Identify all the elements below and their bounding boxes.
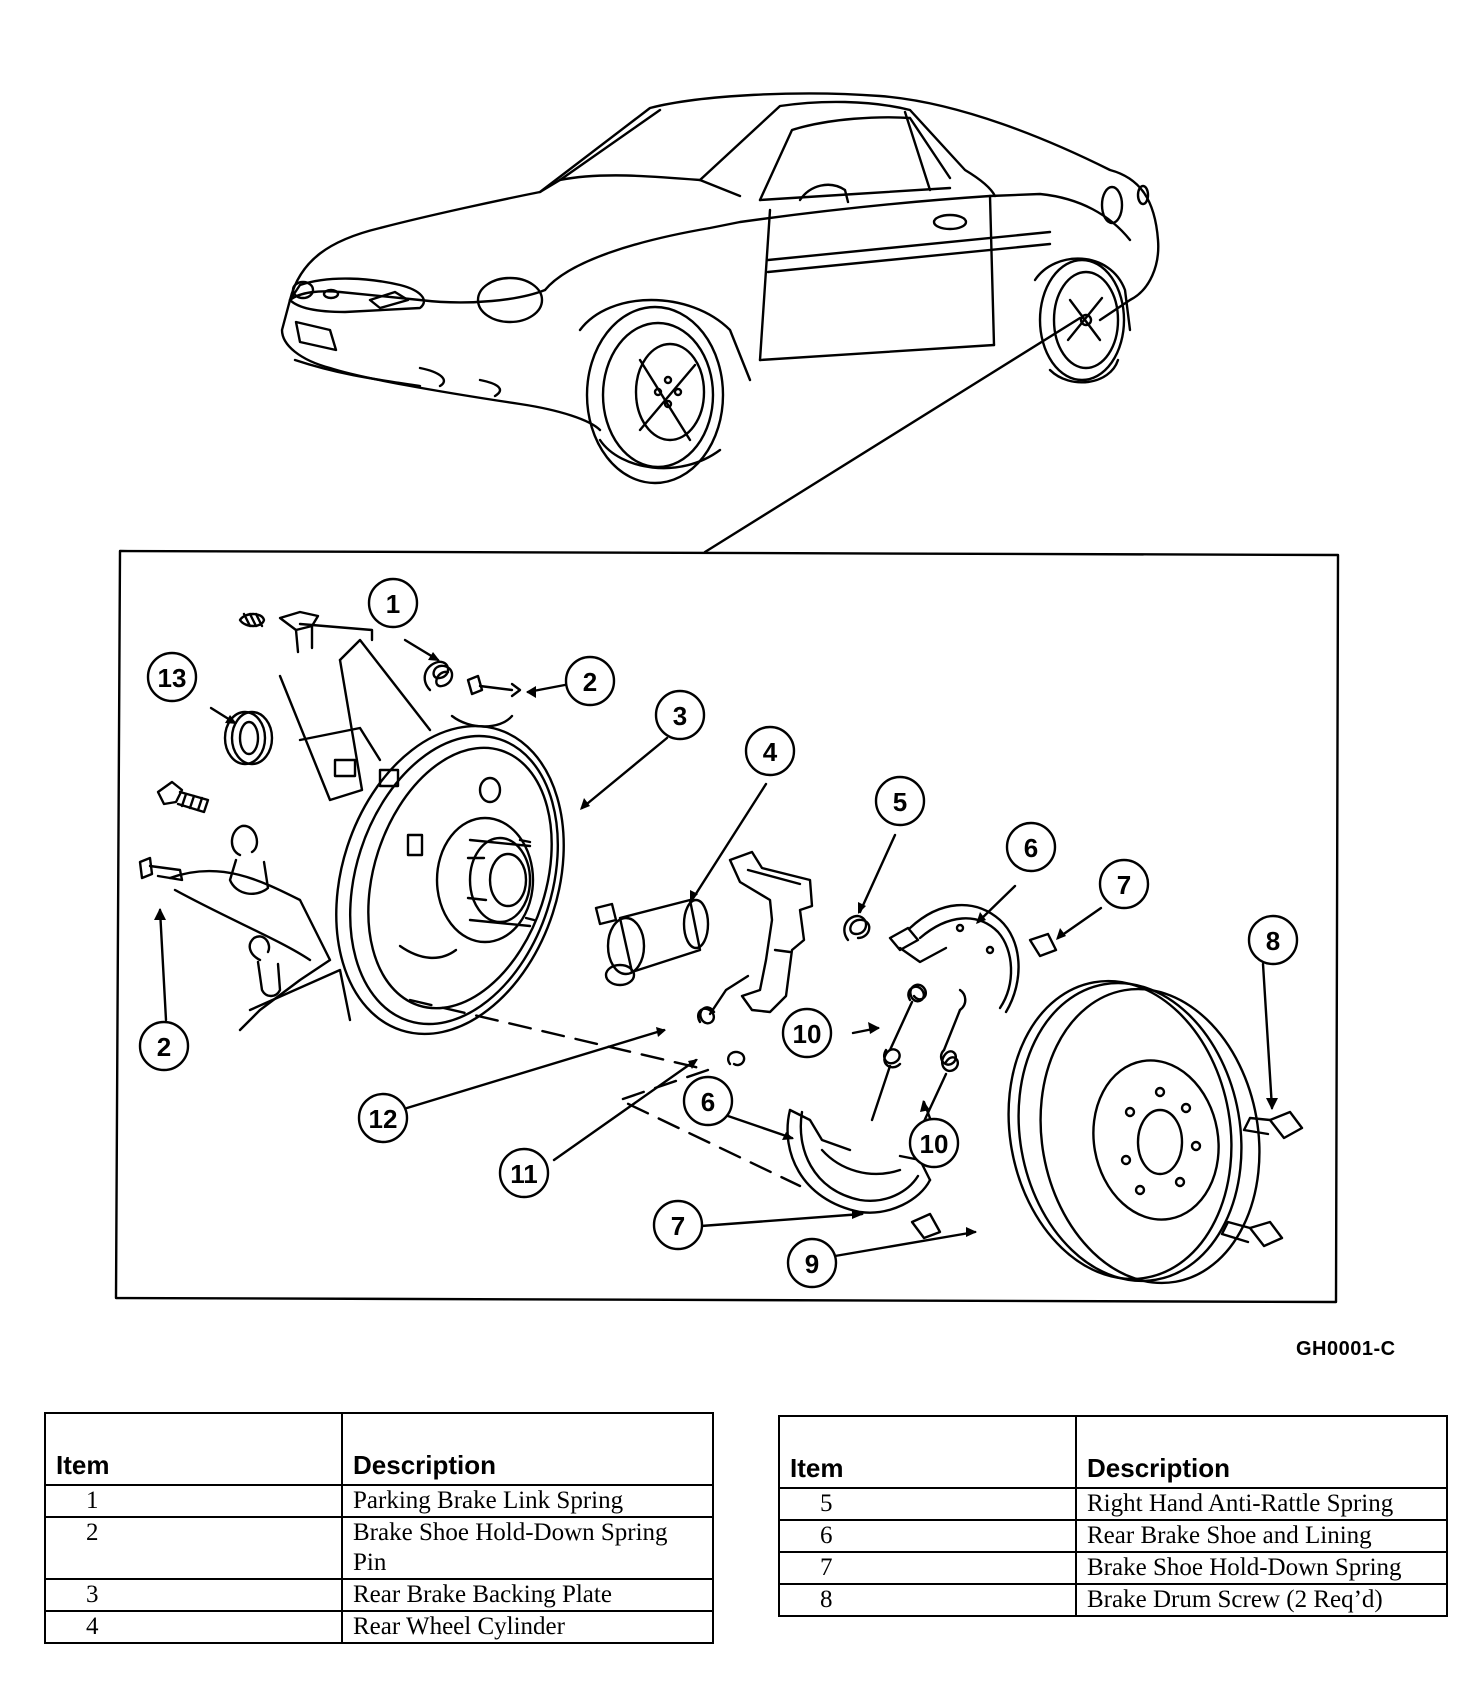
callout-label-4: 4 — [763, 737, 778, 767]
callout-label-13: 13 — [158, 663, 187, 693]
callout-6-bottom — [682, 1075, 734, 1127]
item-table-left: Item Description 1 Parking Brake Link Sp… — [44, 1412, 714, 1644]
callout-12 — [357, 1092, 409, 1144]
callout-label-10-left: 10 — [793, 1019, 822, 1049]
item-description: Brake Shoe Hold-Down Spring — [1075, 1551, 1448, 1585]
callout-2-top — [564, 655, 616, 707]
callout-label-3: 3 — [673, 701, 687, 731]
exploded-view-diagram: 1 2 3 4 5 6 7 8 13 2 10 10 12 11 6 7 9 — [114, 92, 1340, 1304]
column-header-item: Item — [778, 1415, 1077, 1489]
callout-label-5: 5 — [893, 787, 907, 817]
table-row: 8 Brake Drum Screw (2 Req’d) — [778, 1583, 1448, 1617]
callout-label-6-bottom: 6 — [701, 1087, 715, 1117]
column-header-description: Description — [341, 1412, 714, 1486]
callout-label-8: 8 — [1266, 926, 1280, 956]
item-number: 3 — [44, 1578, 343, 1612]
callout-labels: 1 2 3 4 5 6 7 8 13 2 10 10 12 11 6 7 9 — [157, 589, 1280, 1279]
callout-label-11: 11 — [510, 1159, 538, 1189]
callout-label-1: 1 — [386, 589, 400, 619]
column-header-item: Item — [44, 1412, 343, 1486]
item-number: 5 — [778, 1487, 1077, 1521]
parts — [138, 610, 1304, 1285]
item-number: 2 — [44, 1516, 343, 1580]
callout-label-7-bottom: 7 — [671, 1211, 685, 1241]
table-row: 7 Brake Shoe Hold-Down Spring — [778, 1551, 1448, 1585]
item-description: Rear Brake Backing Plate — [341, 1578, 714, 1612]
callout-leaders — [158, 638, 1274, 1258]
table-row: 6 Rear Brake Shoe and Lining — [778, 1519, 1448, 1553]
callout-label-7-top: 7 — [1117, 870, 1131, 900]
callout-3 — [654, 689, 706, 741]
callout-6-top — [1005, 821, 1057, 873]
car-illustration — [280, 92, 1160, 485]
callout-13 — [146, 651, 198, 703]
item-description: Brake Drum Screw (2 Req’d) — [1075, 1583, 1448, 1617]
callout-circles — [138, 577, 1299, 1289]
callout-label-10-right: 10 — [920, 1129, 949, 1159]
callout-11 — [498, 1147, 550, 1199]
callout-arrowheads — [154, 652, 1278, 1237]
item-number: 6 — [778, 1519, 1077, 1553]
callout-7-top — [1098, 858, 1150, 910]
item-number: 7 — [778, 1551, 1077, 1585]
callout-10-right — [908, 1117, 960, 1169]
table-row: 1 Parking Brake Link Spring — [44, 1484, 714, 1518]
item-description: Brake Shoe Hold-Down Spring Pin — [341, 1516, 714, 1580]
item-number: 1 — [44, 1484, 343, 1518]
table-row: 4 Rear Wheel Cylinder — [44, 1610, 714, 1644]
callout-label-12: 12 — [369, 1104, 398, 1134]
callout-1 — [367, 577, 419, 629]
callout-10-left — [781, 1007, 833, 1059]
item-number: 8 — [778, 1583, 1077, 1617]
column-header-description: Description — [1075, 1415, 1448, 1489]
item-table-right: Item Description 5 Right Hand Anti-Rattl… — [778, 1415, 1448, 1617]
callout-8 — [1247, 914, 1299, 966]
callout-label-9: 9 — [805, 1249, 819, 1279]
item-description: Rear Wheel Cylinder — [341, 1610, 714, 1644]
item-description: Parking Brake Link Spring — [341, 1484, 714, 1518]
table-row: 3 Rear Brake Backing Plate — [44, 1578, 714, 1612]
table-header-row: Item Description — [44, 1412, 714, 1486]
callout-7-bottom — [652, 1199, 704, 1251]
callout-5 — [874, 775, 926, 827]
wheel-pointer-line — [703, 316, 1082, 554]
callout-label-2-top: 2 — [583, 667, 597, 697]
table-row: 2 Brake Shoe Hold-Down Spring Pin — [44, 1516, 714, 1580]
figure-id: GH0001-C — [1296, 1338, 1396, 1360]
table-row: 5 Right Hand Anti-Rattle Spring — [778, 1487, 1448, 1521]
callout-label-6-top: 6 — [1024, 833, 1038, 863]
callout-4 — [744, 725, 796, 777]
callout-2-bottom — [138, 1020, 190, 1072]
detail-frame — [114, 549, 1340, 1304]
item-description: Right Hand Anti-Rattle Spring — [1075, 1487, 1448, 1521]
callout-label-2-bottom: 2 — [157, 1032, 171, 1062]
callout-9 — [786, 1237, 838, 1289]
item-description: Rear Brake Shoe and Lining — [1075, 1519, 1448, 1553]
table-header-row: Item Description — [778, 1415, 1448, 1489]
item-number: 4 — [44, 1610, 343, 1644]
